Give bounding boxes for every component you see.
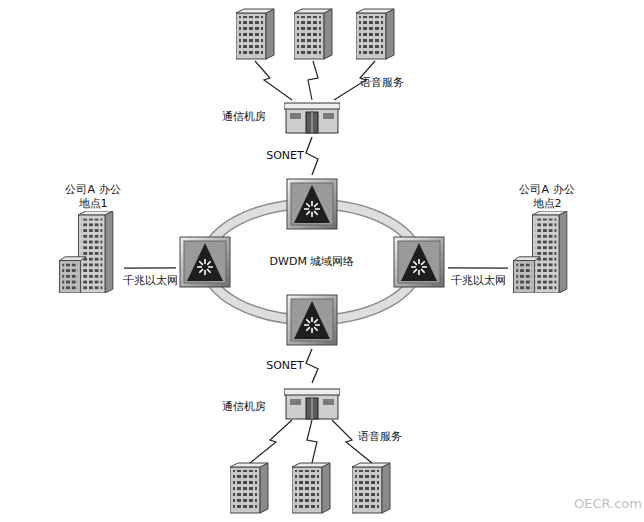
watermark: OECR.com <box>574 496 642 512</box>
voice-buildings-top <box>236 9 394 59</box>
office-site: 公司A 办公地点1 <box>58 183 124 293</box>
lightning-link <box>255 61 292 100</box>
room-icon <box>284 103 340 133</box>
building <box>356 9 394 59</box>
voice-service-label: 语音服务 <box>358 430 402 444</box>
lightning-link <box>307 420 317 463</box>
building <box>230 463 268 513</box>
site-label: 公司A 办公地点1 <box>62 183 124 211</box>
link-label: SONET <box>266 359 304 373</box>
office-site: 公司A 办公地点2 <box>508 183 580 293</box>
link-label: 千兆以太网 <box>123 274 178 288</box>
building <box>292 463 330 513</box>
ethernet-link <box>448 267 508 268</box>
room-label: 通信机房 <box>222 400 284 414</box>
dwdm-switch <box>287 295 337 345</box>
voice-buildings-bottom <box>230 463 390 513</box>
dwdm-switch <box>394 237 444 287</box>
building <box>352 463 390 513</box>
ethernet-link <box>124 267 176 268</box>
voice-service-label: 语音服务 <box>360 76 404 90</box>
voice-links-top <box>255 61 375 100</box>
voice-links-bottom <box>250 420 372 463</box>
office-icon <box>59 211 112 293</box>
room-label: 通信机房 <box>222 110 284 124</box>
dwdm-switch <box>287 179 337 229</box>
office-icon <box>513 211 566 293</box>
lightning-link <box>308 61 318 100</box>
ring-label: DWDM 城域网络 <box>252 255 372 269</box>
link-label: 千兆以太网 <box>451 274 506 288</box>
site-label: 公司A 办公地点2 <box>516 183 578 211</box>
link-label: SONET <box>266 149 304 163</box>
room-icon <box>284 389 340 419</box>
lightning-link <box>250 420 292 463</box>
sonet-link <box>306 349 318 383</box>
telecom-room: 通信机房 <box>222 97 342 137</box>
dwdm-switch <box>180 237 230 287</box>
building <box>294 9 332 59</box>
building <box>236 9 274 59</box>
telecom-room: 通信机房 <box>222 383 342 423</box>
dwdm-ring: DWDM 城域网络 <box>176 175 448 349</box>
sonet-link <box>306 137 318 175</box>
